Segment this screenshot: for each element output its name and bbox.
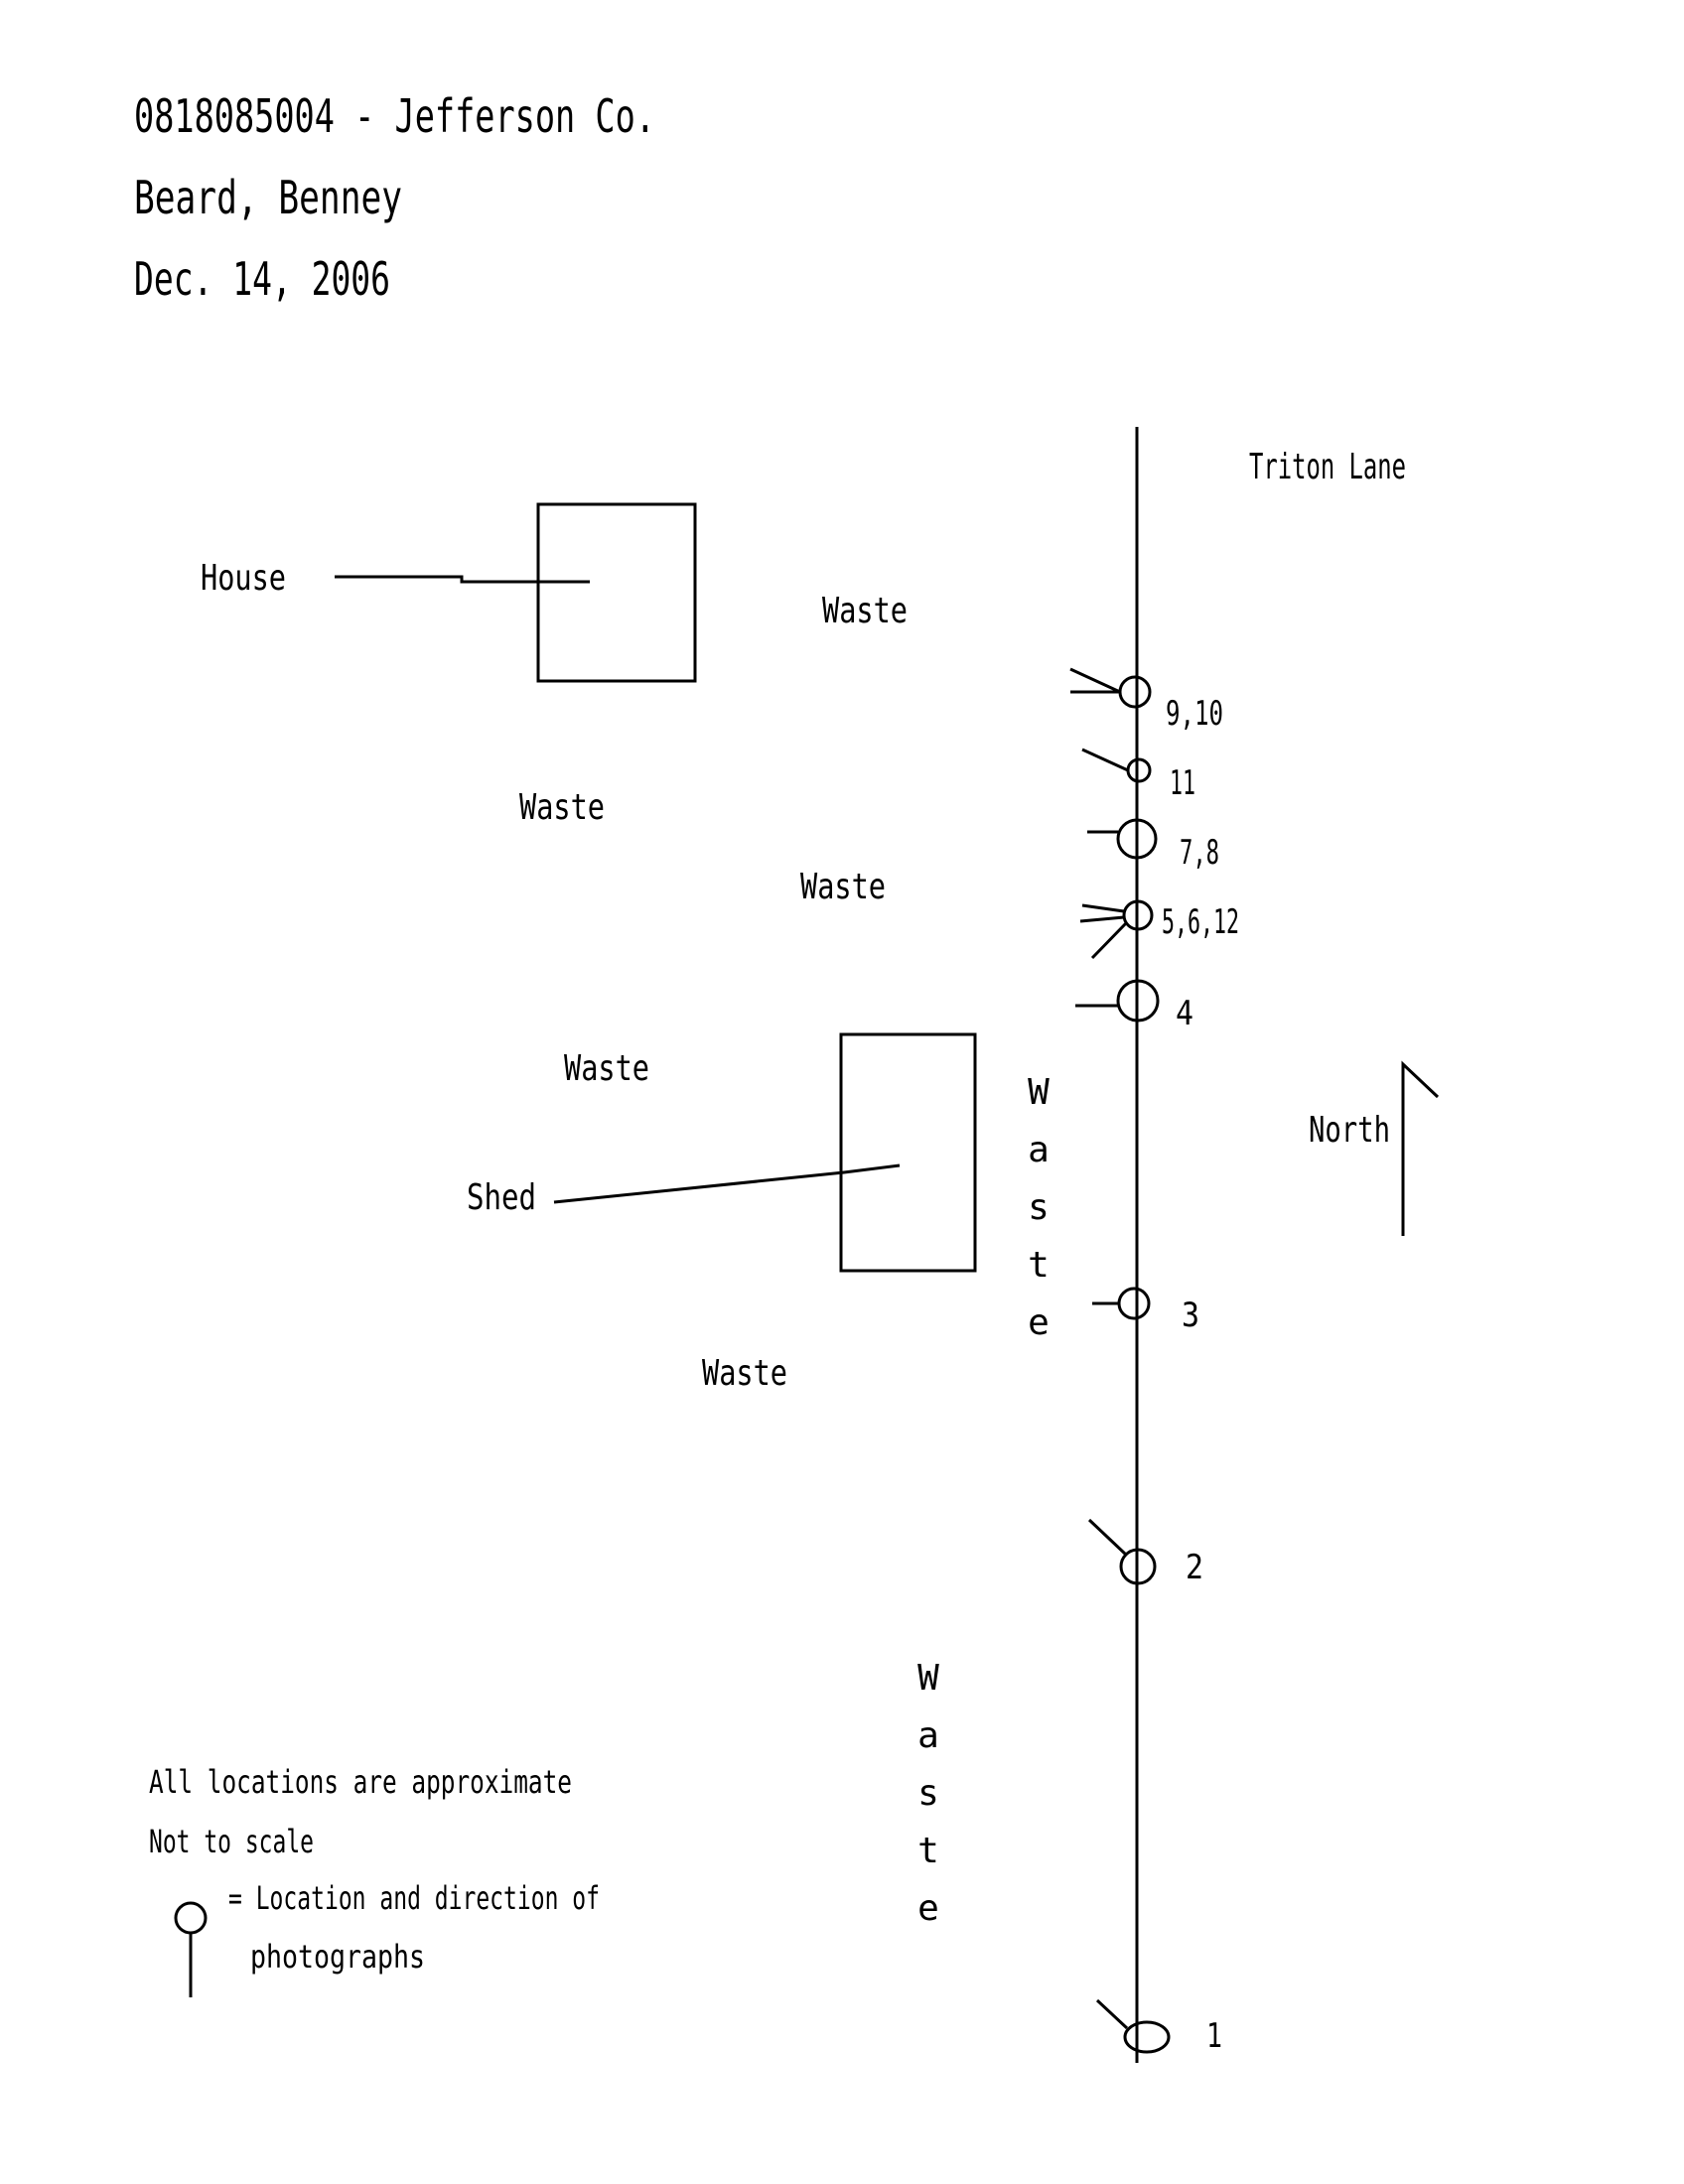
- photo-label-5-6-12: 5,6,12: [1162, 902, 1239, 942]
- shed-label: Shed: [467, 1177, 536, 1218]
- photo-label-4: 4: [1176, 994, 1193, 1033]
- house-box: [536, 502, 697, 683]
- vertical-waste-letter: e: [917, 1888, 939, 1929]
- waste-label-vertical-upper: Waste: [1028, 1072, 1050, 1343]
- vertical-waste-letter: a: [1028, 1130, 1050, 1170]
- waste-label-center-mid: Waste: [800, 867, 886, 907]
- vertical-waste-letter: t: [917, 1831, 939, 1871]
- waste-label-below-shed: Waste: [702, 1353, 787, 1394]
- photo-label-1: 1: [1206, 2016, 1222, 2056]
- waste-label-left-shed: Waste: [564, 1048, 649, 1089]
- vertical-waste-letter: W: [1028, 1072, 1050, 1113]
- photo-marker-9-10: 9,10: [1069, 667, 1223, 734]
- vertical-waste-letter: e: [1028, 1302, 1050, 1343]
- shed-box: [839, 1032, 977, 1273]
- photo-label-7-8: 7,8: [1180, 833, 1219, 873]
- photo-marker-11: 11: [1081, 748, 1195, 803]
- north-label: North: [1309, 1110, 1390, 1151]
- header-line-2: Beard, Benney: [134, 171, 402, 224]
- photo-marker-7-8: 7,8: [1087, 818, 1219, 873]
- photo-marker-2: 2: [1087, 1518, 1203, 1587]
- photo-label-11: 11: [1170, 763, 1195, 803]
- road-label: Triton Lane: [1249, 447, 1406, 487]
- legend-marker-description: = Location and direction of: [228, 1879, 600, 1917]
- photo-label-3: 3: [1182, 1296, 1199, 1335]
- waste-label-left-mid: Waste: [519, 787, 605, 828]
- photo-marker-4: 4: [1075, 979, 1193, 1033]
- legend-marker-description-cont: photographs: [250, 1938, 425, 1976]
- house-label: House: [201, 558, 286, 599]
- photo-label-2: 2: [1186, 1548, 1203, 1587]
- vertical-waste-letter: s: [1028, 1187, 1050, 1228]
- header-line-3: Dec. 14, 2006: [134, 252, 390, 306]
- photo-marker-3: 3: [1092, 1287, 1199, 1335]
- vertical-waste-letter: W: [917, 1658, 939, 1699]
- vertical-waste-letter: a: [917, 1715, 939, 1756]
- photo-label-9-10: 9,10: [1166, 694, 1223, 734]
- north-arrow-icon: [1401, 1060, 1440, 1236]
- vertical-waste-letter: t: [1028, 1245, 1050, 1286]
- legend-approximate-note: All locations are approximate: [149, 1763, 572, 1801]
- waste-label-near-house: Waste: [822, 591, 908, 631]
- vertical-waste-letter: s: [917, 1773, 939, 1814]
- shed-leader-line: [553, 1163, 901, 1204]
- photo-marker-1: 1: [1095, 1998, 1222, 2056]
- header-line-1: 0818085004 - Jefferson Co.: [134, 89, 655, 143]
- photo-marker-5-6-12: 5,6,12: [1079, 899, 1239, 960]
- waste-label-vertical-lower: Waste: [917, 1658, 939, 1929]
- legend-scale-note: Not to scale: [149, 1823, 314, 1860]
- legend-photo-marker-icon: [174, 1901, 208, 1997]
- house-leader-line: [335, 575, 590, 584]
